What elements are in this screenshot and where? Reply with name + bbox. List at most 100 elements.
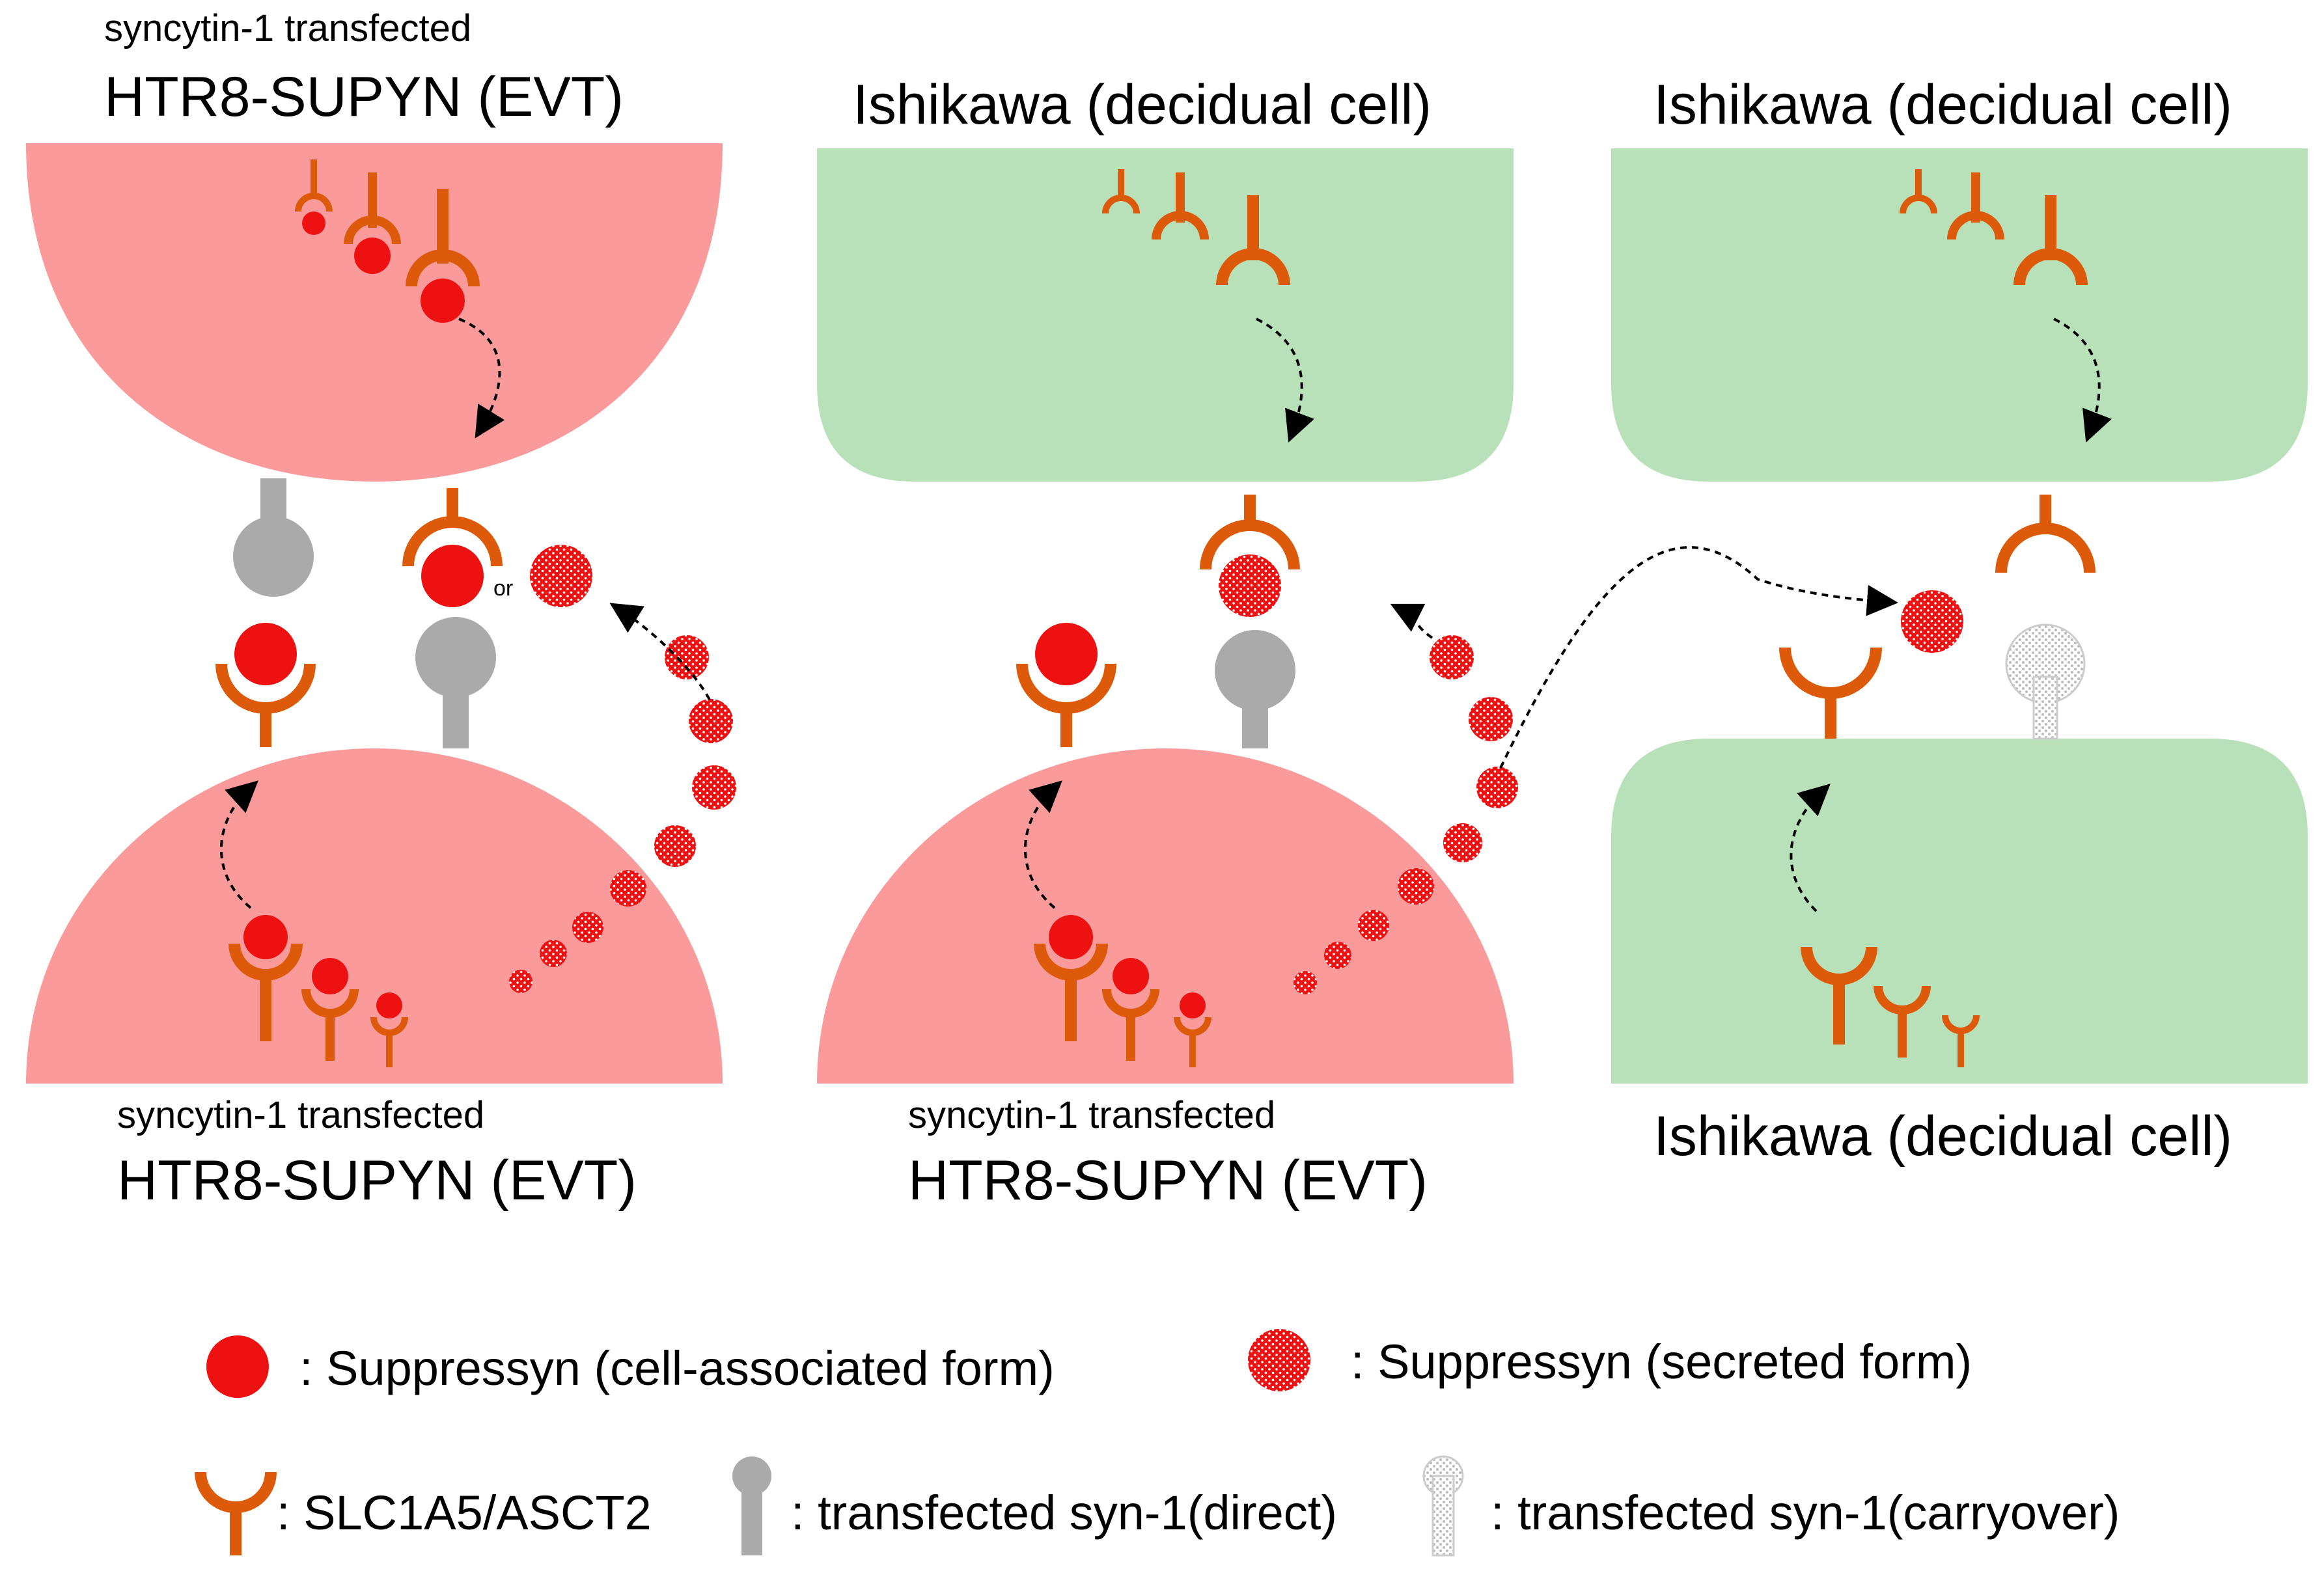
suppressyn-secreted-icon: [1398, 868, 1434, 905]
slc1a5-receptor-icon: [1216, 195, 1290, 286]
panel-1-top-subtitle: syncytin-1 transfected: [104, 7, 471, 49]
legend-label-syn1-direct: : transfected syn-1(direct): [791, 1486, 1337, 1540]
suppressyn-cell-associated-icon: [312, 958, 348, 994]
syn1-carryover-icon: [1422, 1455, 1464, 1557]
suppressyn-secreted-icon: [610, 870, 646, 907]
suppressyn-cell-associated-icon: [354, 238, 391, 274]
evt-cell-bottom-panel-2: [817, 748, 1514, 1084]
panel-1-bottom-subtitle: syncytin-1 transfected: [117, 1094, 484, 1136]
arrow-panel-3-bottom: [1790, 784, 1831, 912]
slc1a5-receptor-icon: [1102, 169, 1140, 214]
legend-label-suppressyn-secreted: : Suppressyn (secreted form): [1351, 1335, 1972, 1389]
suppressyn-secreted-icon: [1358, 910, 1389, 941]
syn1-direct-icon: [1215, 630, 1295, 748]
arrow-panel-1-bottom: [220, 780, 258, 909]
suppressyn-cell-associated-icon: [421, 279, 465, 323]
suppressyn-secreted-icon: [540, 940, 567, 967]
slc1a5-receptor-icon: [1102, 989, 1159, 1061]
syn1-direct-molecules: [233, 478, 1295, 748]
panel-2-top-title: Ishikawa (decidual cell): [853, 74, 1432, 136]
suppressyn-secreted-icon: [1901, 590, 1963, 653]
slc1a5-receptor-icon: [228, 943, 303, 1041]
slc1a5-receptor-icon: [301, 989, 359, 1061]
slc1a5-receptors: [215, 159, 2096, 1067]
suppressyn-secreted-icon: [509, 970, 533, 993]
panel-3-bottom-title: Ishikawa (decidual cell): [1653, 1105, 2232, 1168]
arrow-panel-1-secreted: [609, 603, 711, 700]
suppressyn-cell-associated-icon: [1113, 958, 1149, 994]
suppressyn-cell-associated-icon: [1180, 992, 1206, 1018]
decidual-cell-top-panel-3: [1611, 148, 2308, 482]
evt-cell-top-panel-1: [26, 143, 723, 482]
suppressyn-cell-associated-icon: [1049, 915, 1093, 959]
panel-1-top-title: HTR8-SUPYN (EVT): [104, 66, 624, 128]
slc1a5-receptor-icon: [1152, 172, 1209, 240]
suppressyn-cell-associated-icon: [243, 915, 288, 959]
or-label: or: [493, 576, 513, 601]
evt-cell-bottom-panel-1: [26, 748, 723, 1084]
slc1a5-receptor-icon: [1947, 172, 2004, 240]
slc1a5-receptor-icon: [1174, 1017, 1211, 1067]
suppressyn-cell-associated-icon: [421, 545, 484, 607]
panel-2-bottom-subtitle: syncytin-1 transfected: [908, 1094, 1275, 1136]
suppressyn-cell-associated-icon: [234, 623, 297, 685]
slc1a5-receptor-icon: [1801, 946, 1877, 1045]
suppressyn-cell-associated-icon: [302, 212, 325, 235]
slc1a5-receptor-icon: [1995, 495, 2096, 573]
slc1a5-receptor-icon: [1016, 663, 1116, 747]
slc1a5-receptor-icon: [344, 172, 401, 245]
suppressyn-secreted-icon: [1443, 823, 1482, 862]
suppressyn-cell-associated: [234, 212, 1206, 1018]
suppressyn-secreted-icon: [654, 825, 696, 867]
slc1a5-receptor-icon: [1779, 647, 1882, 739]
slc1a5-receptor-icon: [195, 1471, 277, 1555]
suppressyn-secreted-icon: [1324, 942, 1351, 969]
slc1a5-receptor-icon: [1874, 985, 1931, 1058]
cell-labels: syncytin-1 transfected HTR8-SUPYN (EVT) …: [104, 7, 2232, 1212]
legend-label-slc1a5: : SLC1A5/ASCT2: [277, 1486, 652, 1540]
suppressyn-secreted-icon: [1430, 635, 1474, 679]
legend-label-suppressyn-cell-associated: : Suppressyn (cell-associated form): [299, 1341, 1055, 1395]
suppressyn-secreted-icon: [530, 545, 592, 607]
arrow-panel-2-to-panel-3: [1499, 546, 1898, 769]
suppressyn-cell-associated-icon: [376, 992, 402, 1018]
slc1a5-receptor-icon: [1900, 169, 1937, 214]
suppressyn-secreted-icon: [572, 912, 603, 943]
slc1a5-receptor-icon: [295, 159, 333, 212]
slc1a5-receptor-icon: [215, 663, 316, 747]
panel-2-bottom-title: HTR8-SUPYN (EVT): [908, 1149, 1428, 1212]
panel-3-top-title: Ishikawa (decidual cell): [1653, 74, 2232, 136]
suppressyn-secreted-icon: [1469, 697, 1513, 741]
suppressyn-cell-associated-icon: [206, 1335, 269, 1398]
panel-1-bottom-title: HTR8-SUPYN (EVT): [117, 1149, 637, 1212]
legend: : Suppressyn (cell-associated form) : Su…: [195, 1329, 2120, 1557]
decidual-cell-bottom-panel-3: [1611, 739, 2308, 1084]
suppressyn-cell-associated-icon: [1035, 623, 1098, 685]
suppressyn-secreted-icon: [1248, 1329, 1310, 1391]
slc1a5-receptor-icon: [370, 1017, 408, 1067]
syn1-carryover-molecule: [2005, 623, 2086, 740]
syn1-direct-icon: [732, 1456, 771, 1555]
slc1a5-receptor-icon: [1200, 495, 1300, 570]
suppressyn-secreted-icon: [692, 765, 736, 810]
arrow-panel-2-bottom: [1024, 780, 1062, 909]
suppressyn-secreted-icon: [1219, 554, 1281, 617]
suppressyn-secreted-icon: [665, 635, 709, 679]
arrows: [220, 318, 2112, 912]
cells: [26, 143, 2308, 1084]
syn1-direct-icon: [415, 617, 496, 748]
slc1a5-receptor-icon: [2013, 195, 2088, 286]
suppressyn-secreted: [509, 545, 1963, 994]
decidual-cell-top-panel-2: [817, 148, 1514, 482]
legend-label-syn1-carryover: : transfected syn-1(carryover): [1491, 1486, 2120, 1540]
syn1-carryover-icon: [2005, 623, 2086, 740]
slc1a5-receptor-icon: [1034, 943, 1108, 1041]
suppressyn-secreted-icon: [1476, 767, 1518, 808]
suppressyn-secreted-icon: [1293, 971, 1317, 994]
suppressyn-secreted-icon: [689, 699, 733, 743]
slc1a5-receptor-icon: [406, 189, 480, 287]
slc1a5-receptor-icon: [1942, 1015, 1980, 1067]
syn1-direct-icon: [233, 478, 314, 597]
slc1a5-receptor-icon: [402, 488, 503, 567]
